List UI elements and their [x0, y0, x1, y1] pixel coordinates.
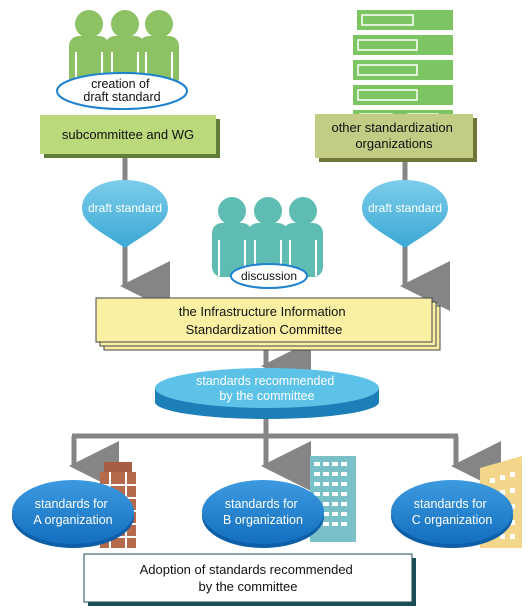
- adoption-label: Adoption of standards recommended by the…: [140, 562, 357, 594]
- recommended-label: standards recommended by the committee: [196, 374, 338, 403]
- org-a-node: standards for A organization: [12, 480, 134, 548]
- org-a-label: standards for A organization: [33, 497, 112, 527]
- adoption-box: [83, 553, 413, 603]
- recommended-disc: [155, 368, 379, 419]
- org-c-label: standards for C organization: [412, 497, 493, 527]
- discussion-label-bubble: [230, 263, 308, 289]
- draft-left-label: draft standard: [88, 201, 162, 215]
- org-b-label: standards for B organization: [223, 497, 303, 527]
- creation-label-bubble: [56, 72, 188, 110]
- creation-label: creation of draft standard: [83, 77, 160, 104]
- subcommittee-box: [40, 115, 216, 154]
- draft-bubble-left: draft standard: [82, 180, 168, 248]
- org-b-node: standards for B organization: [202, 480, 324, 548]
- draft-right-label: draft standard: [368, 201, 442, 215]
- committee-box: [95, 297, 441, 351]
- other-orgs-box: [315, 114, 473, 158]
- discussion-label: discussion: [241, 269, 297, 283]
- committee-label: the Infrastructure Information Standardi…: [179, 304, 350, 337]
- subcommittee-label: subcommittee and WG: [62, 127, 194, 142]
- org-c-node: standards for C organization: [391, 480, 513, 548]
- other-orgs-label: other standardization organizations: [331, 120, 456, 151]
- draft-bubble-right: draft standard: [362, 180, 448, 248]
- server-stack-icon: [353, 10, 453, 124]
